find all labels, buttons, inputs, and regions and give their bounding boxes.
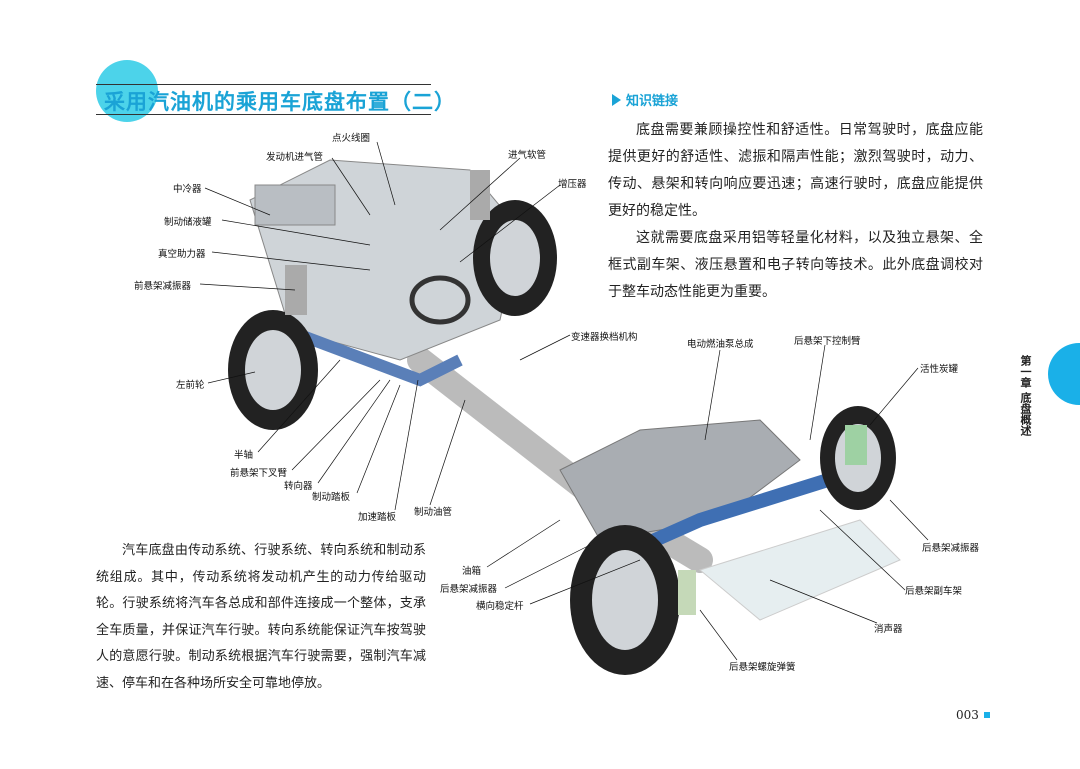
label-rear-shock-left: 后悬架减振器 — [440, 584, 498, 595]
label-front-wishbone: 前悬架下叉臂 — [230, 468, 288, 479]
label-intake-hose: 进气软管 — [508, 150, 547, 161]
body-paragraph: 汽车底盘由传动系统、行驶系统、转向系统和制动系统组成。其中，传动系统将发动机产生… — [96, 543, 426, 691]
label-rear-shock-right: 后悬架减振器 — [922, 543, 980, 554]
knowledge-heading-text: 知识链接 — [626, 94, 679, 109]
label-muffler: 消声器 — [874, 624, 903, 635]
knowledge-paragraph: 底盘需要兼顾操控性和舒适性。日常驾驶时，底盘应能提供更好的舒适性、滤振和隔声性能… — [608, 122, 983, 219]
chapter-label: 第一章 底盘概述 — [1018, 355, 1032, 436]
label-rear-subframe: 后悬架副车架 — [905, 586, 963, 597]
chapter-number: 第一章 — [1019, 355, 1032, 388]
label-vacuum-booster: 真空助力器 — [158, 249, 206, 260]
label-rear-lower-arm: 后悬架下控制臂 — [794, 336, 861, 347]
label-intercooler: 中冷器 — [173, 184, 202, 195]
page-marker — [984, 712, 990, 718]
chapter-name: 底盘概述 — [1019, 391, 1032, 436]
label-rear-spring: 后悬架螺旋弹簧 — [729, 662, 796, 673]
page-title: 采用汽油机的乘用车底盘布置（二） — [104, 90, 456, 114]
label-shifter: 变速器换档机构 — [571, 332, 638, 343]
label-brake-reservoir: 制动储液罐 — [164, 217, 212, 228]
label-canister: 活性炭罐 — [920, 364, 959, 375]
label-brake-pedal: 制动踏板 — [312, 492, 351, 503]
label-half-shaft: 半轴 — [234, 450, 254, 461]
title-decoration-circle — [96, 60, 158, 122]
label-ignition-coil: 点火线圈 — [332, 133, 371, 144]
label-accel-pedal: 加速踏板 — [358, 512, 397, 523]
knowledge-heading: 知识链接 — [612, 90, 678, 109]
label-front-left-wheel: 左前轮 — [176, 380, 205, 391]
label-fuel-pump: 电动燃油泵总成 — [687, 339, 754, 350]
label-steering-gear: 转向器 — [284, 481, 313, 492]
knowledge-paragraph: 这就需要底盘采用铝等轻量化材料，以及独立悬架、全框式副车架、液压悬置和电子转向等… — [608, 230, 983, 300]
label-intake-manifold: 发动机进气管 — [266, 152, 324, 163]
label-turbo: 增压器 — [558, 179, 587, 190]
wheel — [228, 310, 318, 430]
label-fuel-tank: 油箱 — [462, 566, 482, 577]
title-rule-bottom — [96, 114, 431, 115]
title-rule-top — [96, 84, 431, 85]
label-brake-line: 制动油管 — [414, 507, 453, 518]
label-front-shock: 前悬架减振器 — [134, 281, 192, 292]
label-stabilizer: 横向稳定杆 — [476, 601, 524, 612]
page-number: 003 — [956, 708, 979, 722]
triangle-icon — [612, 94, 621, 106]
